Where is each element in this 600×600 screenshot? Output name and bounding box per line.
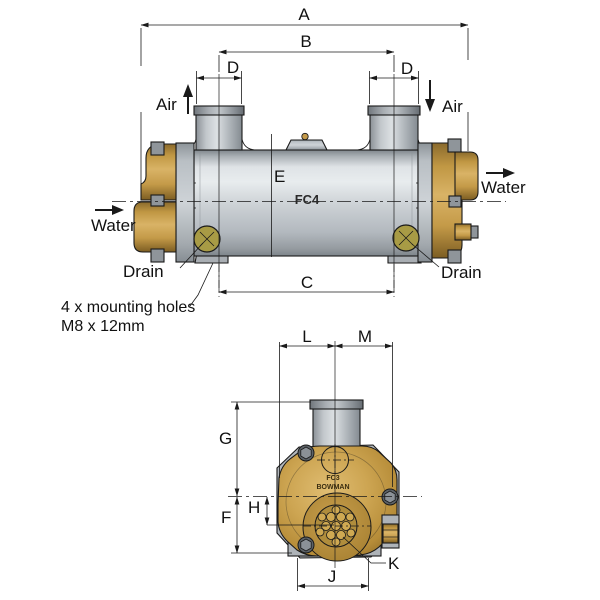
cover-bolt-bottom-left (297, 536, 315, 554)
air-out-arrow (425, 80, 435, 112)
cap-bolt (447, 138, 462, 153)
cover-bolt-top-left (297, 444, 315, 462)
drain-left-leader (179, 242, 204, 269)
end-view: FC3 BOWMAN L M G F H (219, 327, 422, 591)
mounting-note-leader (189, 262, 214, 307)
cap-bolt (150, 248, 165, 263)
callout-k: K (342, 536, 400, 573)
cap-bolt (150, 194, 165, 207)
dim-g-label: G (219, 429, 232, 448)
anode-plug (301, 132, 309, 141)
dim-f-label: F (221, 508, 231, 527)
water-inlet-port (133, 201, 177, 253)
drain-right-label: Drain (441, 263, 482, 282)
dim-j-label: J (328, 567, 337, 586)
side-plug (454, 223, 472, 241)
model-text: FC4 (295, 192, 320, 207)
dim-m-label: M (358, 327, 372, 346)
mounting-note-line2: M8 x 12mm (61, 318, 145, 335)
dimension-l: L (279, 327, 336, 478)
cap-bolt (150, 141, 165, 156)
dimension-a: A (140, 5, 469, 199)
cap-bolt (447, 249, 462, 264)
anode-boss (285, 132, 328, 151)
air-in-label: Air (156, 95, 177, 114)
dim-l-label: L (302, 327, 311, 346)
end-cap-left (133, 141, 177, 263)
dimension-d-left: D (196, 58, 242, 104)
dim-b-label: B (300, 32, 311, 51)
water-out-arrow (486, 168, 515, 178)
dim-e-label: E (274, 167, 285, 186)
dimension-g: G (219, 401, 311, 497)
dimension-j: J (297, 558, 369, 591)
dimension-c: C (218, 264, 395, 297)
dimension-m: M (334, 327, 393, 487)
end-drain-fitting (381, 514, 400, 549)
water-in-label: Water (91, 216, 136, 235)
dimension-d-right: D (369, 59, 419, 104)
tube-plate-right (417, 142, 433, 263)
brand-line2: BOWMAN (316, 484, 349, 491)
dim-h-label: H (248, 498, 260, 517)
brand-line1: FC3 (326, 475, 339, 482)
shell-body (193, 149, 419, 257)
end-cap-right (431, 138, 479, 264)
water-out-label: Water (481, 178, 526, 197)
drain-left-label: Drain (123, 262, 164, 281)
dim-d-right-label: D (401, 59, 413, 78)
cover-bolt-right (381, 488, 399, 506)
tube-stack (302, 492, 372, 562)
dimension-h: H (248, 496, 334, 526)
mounting-note-line1: 4 x mounting holes (61, 299, 195, 316)
air-out-label: Air (442, 97, 463, 116)
dim-a-label: A (298, 5, 310, 24)
dim-c-label: C (301, 273, 313, 292)
tube-plate-left (175, 142, 195, 263)
dimension-f: F (221, 496, 292, 554)
dim-k-label: K (388, 554, 400, 573)
side-view: FC4 A B D D (61, 5, 526, 335)
water-in-arrow (95, 205, 124, 215)
water-outlet-port (454, 151, 479, 201)
drain-right-leader (411, 243, 440, 268)
end-air-pipe (309, 399, 364, 448)
air-in-arrow (183, 84, 193, 114)
dim-d-left-label: D (227, 58, 239, 77)
dimension-b: B (218, 32, 395, 72)
